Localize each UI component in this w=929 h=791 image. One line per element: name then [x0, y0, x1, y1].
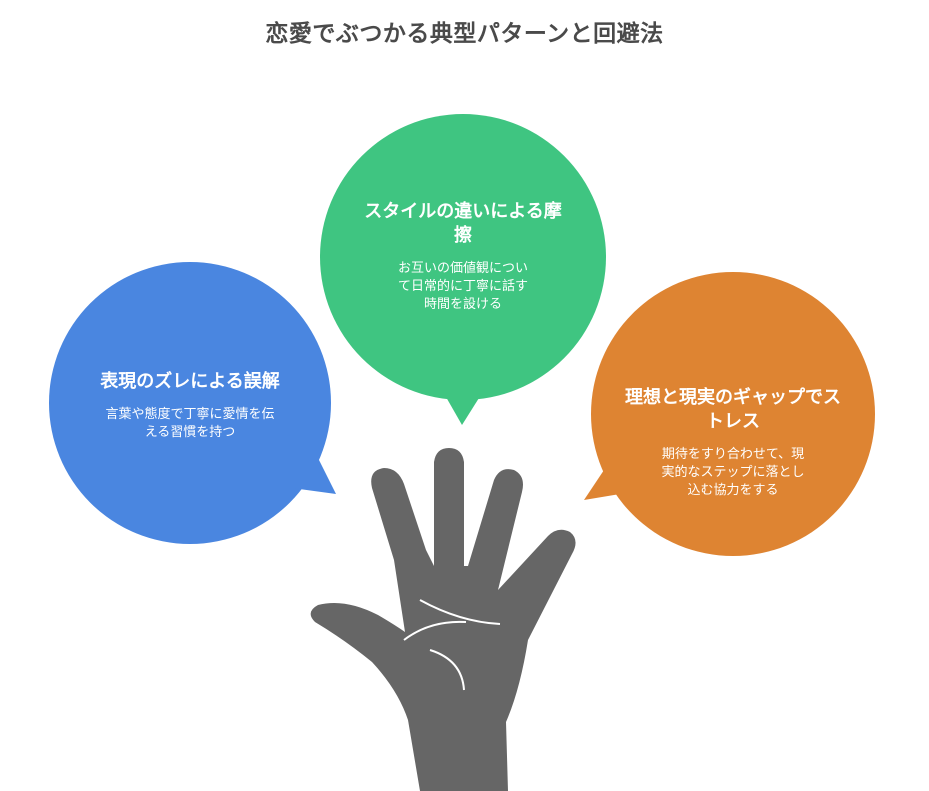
right-bubble-tail [584, 470, 632, 500]
right-bubble-circle [591, 272, 875, 556]
middle-bubble-text: スタイルの違いによる摩擦 お互いの価値観について日常的に丁寧に話す時間を設ける [363, 200, 563, 314]
middle-bubble-circle [320, 114, 606, 400]
palm-line-life [429, 649, 465, 691]
palm-line-head [403, 620, 467, 641]
middle-speech-bubble [320, 114, 606, 425]
middle-bubble-heading: スタイルの違いによる摩擦 [364, 201, 562, 246]
hand-shape [310, 448, 576, 791]
left-bubble-body: 言葉や態度で丁寧に愛情を伝える習慣を持つ [105, 407, 275, 440]
right-bubble-heading: 理想と現実のギャップでストレス [625, 387, 841, 432]
middle-bubble-body: お互いの価値観について日常的に丁寧に話す時間を設ける [397, 261, 528, 312]
hand-illustration [310, 448, 576, 791]
left-speech-bubble [49, 262, 336, 544]
left-bubble-tail [292, 458, 336, 494]
right-bubble-body: 期待をすり合わせて、現実的なステップに落とし込む協力をする [661, 447, 805, 498]
left-bubble-text: 表現のズレによる誤解 言葉や態度で丁寧に愛情を伝える習慣を持つ [70, 370, 310, 442]
right-speech-bubble [584, 272, 875, 556]
page-title: 恋愛でぶつかる典型パターンと回避法 [265, 21, 664, 47]
left-bubble-circle [49, 262, 331, 544]
palm-line-heart [419, 599, 501, 625]
middle-bubble-tail [442, 390, 484, 425]
left-bubble-heading: 表現のズレによる誤解 [100, 371, 280, 392]
right-bubble-text: 理想と現実のギャップでストレス 期待をすり合わせて、現実的なステップに落とし込む… [618, 386, 848, 500]
